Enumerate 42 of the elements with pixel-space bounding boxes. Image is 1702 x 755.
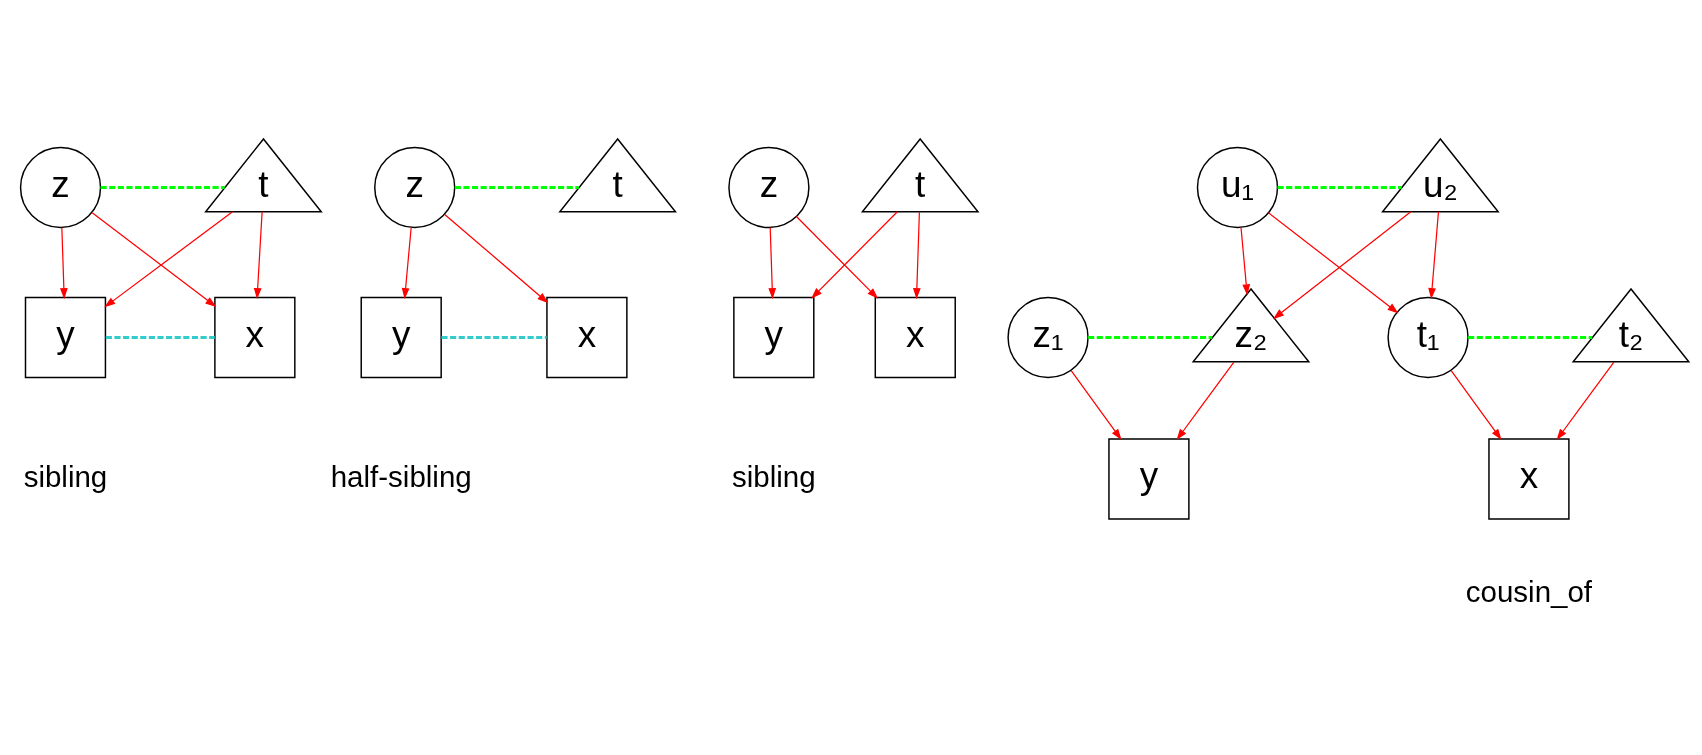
arrow <box>401 226 412 300</box>
node-box: x <box>1488 438 1570 520</box>
connector <box>454 185 579 190</box>
connector <box>105 336 215 340</box>
label: half-sibling <box>330 459 472 493</box>
connector <box>1468 336 1593 340</box>
node-box: x <box>874 296 956 379</box>
node-box: y <box>733 296 815 379</box>
connector <box>441 336 547 340</box>
label: sibling <box>23 459 108 493</box>
arrow <box>768 226 777 300</box>
arrow <box>1428 211 1440 300</box>
arrow <box>795 215 879 299</box>
arrow <box>1556 361 1615 441</box>
node-box: y <box>1108 438 1190 520</box>
label: cousin_of <box>1465 574 1593 608</box>
node-box: y <box>360 296 442 379</box>
node-box: x <box>546 296 628 379</box>
arrow <box>1070 370 1122 441</box>
connector <box>100 185 225 190</box>
arrow <box>444 213 549 304</box>
arrow <box>1272 211 1412 320</box>
arrow <box>253 211 263 300</box>
arrow <box>811 211 898 299</box>
node-box: y <box>24 296 107 379</box>
node-circle: z <box>19 146 102 229</box>
arrow <box>1450 370 1502 441</box>
label: sibling <box>732 459 816 493</box>
arrow <box>1240 226 1251 296</box>
arrow <box>913 211 921 300</box>
node-box: x <box>214 296 296 379</box>
node-circle: z₁ <box>1007 296 1089 379</box>
node-circle: z <box>728 146 810 229</box>
node-circle: z <box>374 146 456 229</box>
node-circle: u₁ <box>1196 146 1279 229</box>
connector <box>1277 185 1402 190</box>
connector <box>1088 336 1213 340</box>
arrow <box>60 226 68 300</box>
arrow <box>104 211 234 308</box>
arrow <box>91 212 217 307</box>
arrow <box>1267 212 1399 314</box>
arrow <box>1176 361 1235 441</box>
